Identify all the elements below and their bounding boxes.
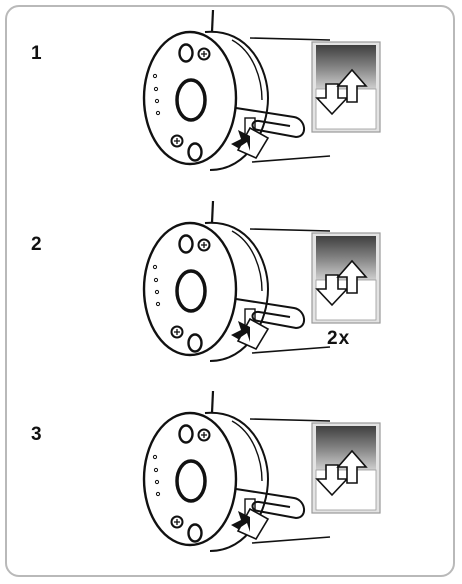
step-2-diagram	[142, 199, 381, 363]
step-1-diagram	[142, 8, 381, 172]
up-down-arrow-icon	[311, 232, 381, 324]
up-down-arrow-icon	[311, 422, 381, 514]
step-3-diagram	[142, 389, 381, 553]
up-down-arrow-icon	[311, 41, 381, 133]
press-repeat-label: 2x	[327, 328, 351, 349]
step-number-2: 2	[31, 234, 42, 255]
step-number-1: 1	[31, 43, 42, 64]
step-number-3: 3	[31, 424, 42, 445]
